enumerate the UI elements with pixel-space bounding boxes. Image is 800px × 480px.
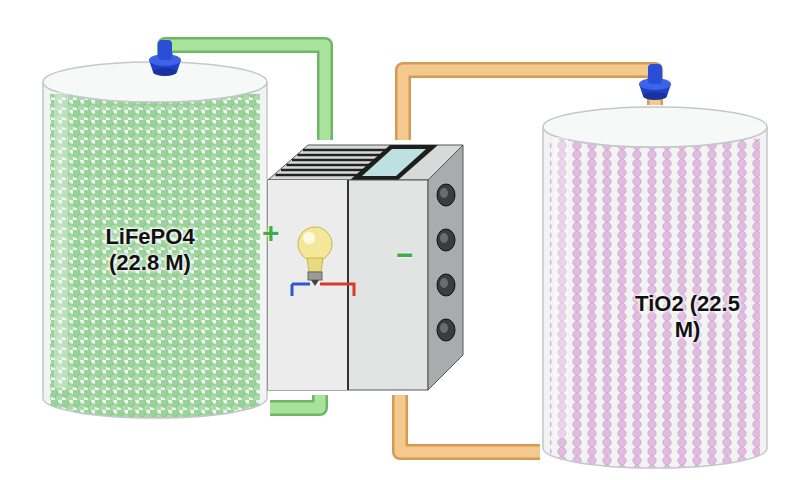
bolt-highlight — [440, 278, 448, 288]
pipe-outline — [400, 395, 540, 452]
bulb-tip — [311, 280, 319, 286]
bulb-glass — [298, 227, 332, 261]
membrane-window — [362, 149, 426, 176]
polarity-sign: + — [262, 218, 280, 248]
pump — [149, 40, 181, 76]
stripe — [287, 164, 370, 167]
bolt-highlight — [440, 323, 448, 333]
pump-body — [639, 84, 671, 96]
stripe — [281, 169, 364, 172]
cell-side — [428, 145, 463, 390]
tank-wall — [43, 82, 267, 418]
wire-blue — [292, 283, 310, 286]
pump — [639, 64, 671, 100]
pipe — [400, 395, 540, 452]
pipe-outline — [270, 395, 320, 408]
tank-outline — [540, 105, 770, 470]
pump-base — [643, 92, 667, 100]
polarity-sign: − — [396, 240, 414, 270]
light-bulb — [292, 227, 354, 296]
tank-lid — [543, 107, 767, 147]
bulb-base — [308, 272, 322, 280]
stripe — [303, 149, 386, 152]
text-slot: − — [396, 240, 414, 270]
tank-highlight — [554, 137, 568, 438]
wire-red — [320, 284, 354, 296]
bolt-highlight — [440, 188, 448, 198]
bolt — [437, 319, 455, 341]
tank-highlight — [54, 92, 68, 388]
tank-body — [543, 127, 767, 468]
cell-front — [268, 180, 428, 390]
bulb-glint — [303, 232, 315, 244]
cell-outline — [258, 140, 468, 395]
tank-label: LiFePO4 (22.8 M) — [90, 224, 210, 277]
bolt — [437, 184, 455, 206]
pipe-core — [270, 395, 320, 408]
pipe — [270, 395, 320, 408]
pump-top — [639, 78, 671, 90]
text-slot: + — [262, 218, 280, 248]
bolt — [437, 274, 455, 296]
stripe — [292, 159, 375, 162]
storage-tank: TiO2 (22.5 M) — [540, 105, 770, 470]
tank-label: TiO2 (22.5 M) — [628, 291, 748, 344]
tank-lid — [43, 62, 267, 102]
text-slot: TiO2 (22.5 M) — [628, 291, 748, 344]
text-slot: LiFePO4 (22.8 M) — [90, 224, 210, 277]
bolt-highlight — [440, 233, 448, 243]
cell-stack: +− — [258, 140, 468, 395]
pump-motor — [648, 64, 662, 84]
cell-top-frame — [350, 145, 438, 180]
tank-body — [43, 82, 267, 418]
stripe — [276, 174, 359, 177]
pump-motor — [158, 40, 172, 60]
bulb-neck — [307, 258, 323, 272]
bolt — [437, 229, 455, 251]
wire-blue — [291, 284, 294, 296]
pump-top — [149, 54, 181, 66]
stripe — [298, 154, 381, 157]
pump-body — [149, 60, 181, 72]
storage-tank: LiFePO4 (22.8 M) — [40, 60, 270, 420]
pump-base — [153, 68, 177, 76]
tank-wall — [543, 127, 767, 468]
pipe-core — [400, 395, 540, 452]
